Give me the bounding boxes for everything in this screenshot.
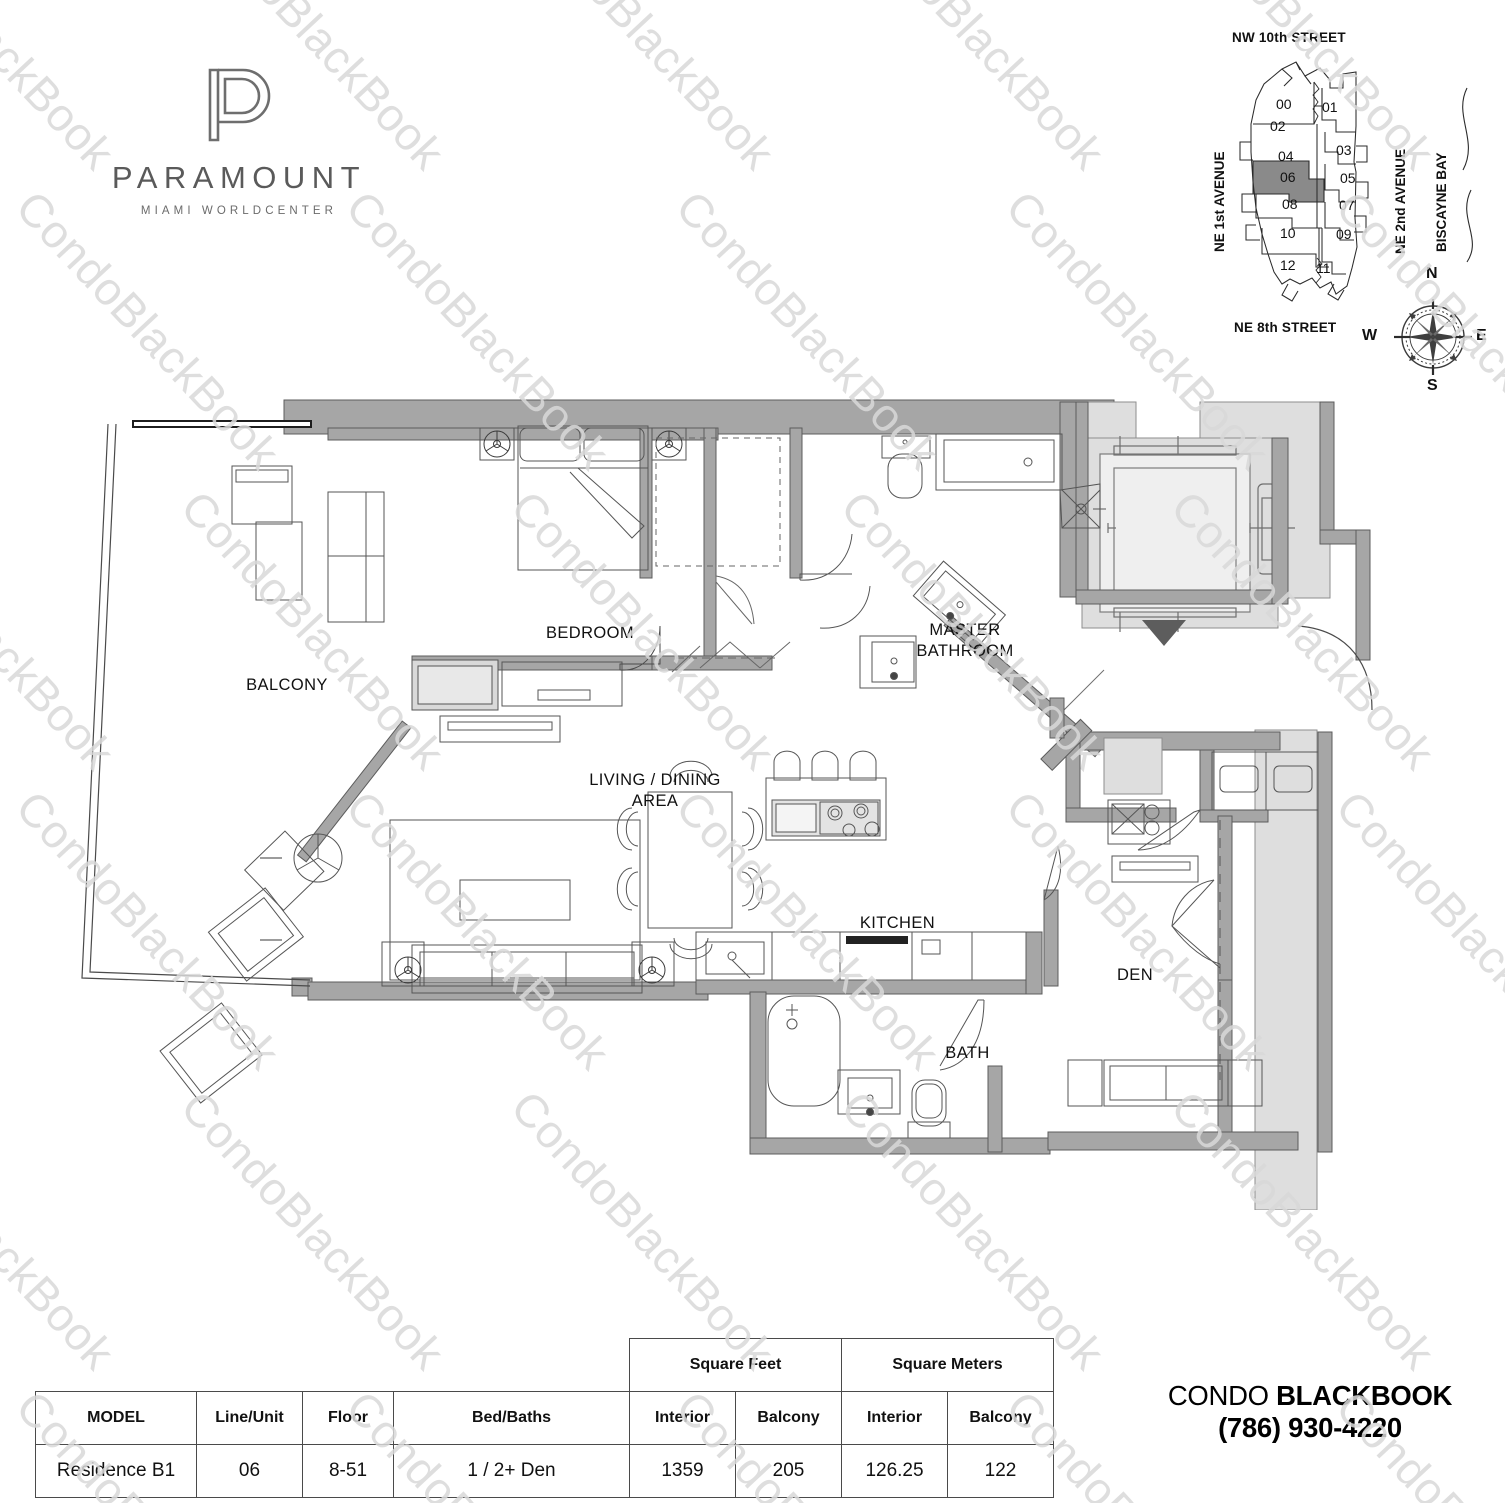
room-label-bath: BATH — [945, 1044, 990, 1062]
entry-arrow-icon — [1142, 620, 1186, 646]
watermark-text: CondoBlackBook — [831, 0, 1115, 180]
floorplan-svg — [81, 399, 1373, 1211]
table-header-row: MODEL Line/Unit Floor Bed/Baths Interior… — [35, 1391, 1054, 1445]
paramount-p-monogram-icon — [104, 62, 374, 148]
compass-rose-icon: N S W E — [1362, 265, 1488, 394]
room-label-master-bathroom: MASTER BATHROOM — [916, 621, 1014, 661]
keyplan-unit-07: 07 — [1339, 197, 1355, 213]
column-header-sf-interior: Interior — [629, 1391, 736, 1445]
project-subtitle: MIAMI WORLDCENTER — [140, 205, 338, 217]
watermark-text: CondoBlackBook — [1491, 480, 1505, 780]
keyplan-street-north: NW 10th STREET — [1232, 30, 1346, 45]
column-header-floor: Floor — [302, 1391, 394, 1445]
room-label-den: DEN — [1116, 966, 1154, 984]
brand-name-blackbook: BLACKBOOK — [1276, 1380, 1453, 1411]
keyplan-unit-12: 12 — [1280, 257, 1296, 273]
brand-name-condo: CONDO — [1167, 1380, 1277, 1411]
cell-line-unit: 06 — [196, 1444, 303, 1498]
keyplan-unit-09: 09 — [1336, 226, 1352, 242]
brand-name: CONDO BLACKBOOK — [1130, 1380, 1490, 1412]
paramount-logo: PARAMOUNT MIAMI WORLDCENTER — [104, 62, 374, 217]
project-name: PARAMOUNT — [111, 160, 367, 195]
condo-blackbook-brand: CONDO BLACKBOOK (786) 930-4220 — [1130, 1380, 1490, 1445]
room-label-balcony: BALCONY — [246, 676, 328, 694]
keyplan-unit-10: 10 — [1280, 225, 1296, 241]
keyplan-unit-02: 02 — [1270, 118, 1286, 134]
cell-floor: 8-51 — [302, 1444, 394, 1498]
cell-sf-interior: 1359 — [629, 1444, 736, 1498]
keyplan-unit-06: 06 — [1280, 169, 1296, 185]
brand-phone: (786) 930-4220 — [1218, 1412, 1402, 1444]
column-header-line-unit: Line/Unit — [196, 1391, 303, 1445]
watermark-text: CondoBlackBook — [1491, 1080, 1505, 1380]
compass-west-label: W — [1362, 327, 1378, 344]
table-row: Residence B1 06 8-51 1 / 2+ Den 1359 205… — [35, 1444, 1054, 1498]
column-header-sm-interior: Interior — [841, 1391, 948, 1445]
keyplan-unit-11: 11 — [1316, 260, 1331, 276]
keyplan-building-outline — [1239, 61, 1369, 302]
floorplan-drawing: BALCONY BEDROOM MASTER BATHROOM LIVING /… — [60, 380, 1390, 1211]
unit-spec-table: Square Feet Square Meters MODEL Line/Uni… — [35, 1338, 1054, 1498]
watermark-text: CondoBlackBook — [501, 0, 785, 180]
column-header-sf-balcony: Balcony — [735, 1391, 842, 1445]
cell-sm-balcony: 122 — [947, 1444, 1054, 1498]
room-label-kitchen: KITCHEN — [859, 914, 936, 932]
keyplan-unit-08: 08 — [1282, 196, 1298, 212]
group-header-square-feet: Square Feet — [629, 1338, 842, 1392]
cell-sf-balcony: 205 — [735, 1444, 842, 1498]
cell-model: Residence B1 — [35, 1444, 197, 1498]
group-header-square-meters: Square Meters — [841, 1338, 1054, 1392]
compass-south-label: S — [1427, 377, 1438, 394]
keyplan-unit-03: 03 — [1336, 142, 1352, 158]
keyplan-unit-00: 00 — [1276, 96, 1292, 112]
column-header-bed-baths: Bed/Baths — [393, 1391, 630, 1445]
table-group-header-row: Square Feet Square Meters — [36, 1338, 1054, 1392]
room-label-living-dining: LIVING / DINING AREA — [589, 771, 721, 811]
key-plan: NW 10th STREET NE 8th STREET NE 1st AVEN… — [1196, 22, 1496, 394]
column-header-model: MODEL — [35, 1391, 197, 1445]
keyplan-unit-04: 04 — [1278, 148, 1294, 164]
compass-north-label: N — [1426, 265, 1438, 282]
bay-water-lines-icon — [1462, 87, 1473, 263]
keyplan-unit-05: 05 — [1340, 170, 1356, 186]
column-header-sm-balcony: Balcony — [947, 1391, 1054, 1445]
compass-east-label: E — [1476, 327, 1487, 344]
room-label-bedroom: BEDROOM — [545, 624, 635, 642]
cell-sm-interior: 126.25 — [841, 1444, 948, 1498]
keyplan-unit-01: 01 — [1322, 99, 1338, 115]
keyplan-street-south: NE 8th STREET — [1234, 320, 1337, 335]
cell-bed-baths: 1 / 2+ Den — [393, 1444, 630, 1498]
